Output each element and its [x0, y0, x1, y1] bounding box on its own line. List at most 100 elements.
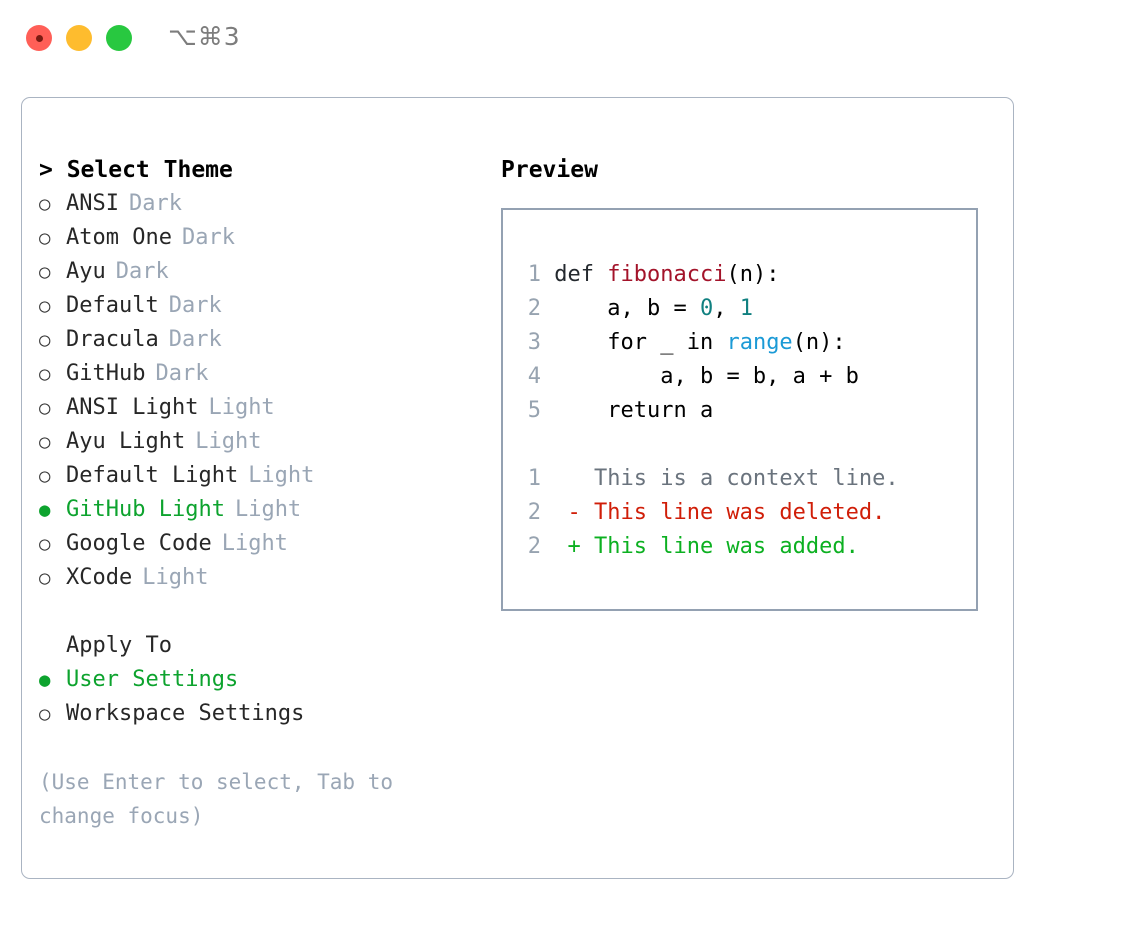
preview-title: Preview: [501, 157, 598, 183]
code-line: 2 a, b = 0, 1: [515, 292, 859, 326]
code-token: fibonacci: [607, 262, 727, 287]
apply-to-option-label: Workspace Settings: [66, 701, 305, 726]
maximize-window-button[interactable]: [106, 25, 132, 51]
code-line-number: 2: [527, 296, 541, 321]
radio-unselected-icon: ○: [39, 397, 51, 419]
theme-option-variant: Light: [221, 531, 288, 556]
apply-to-option-workspace-settings[interactable]: ○ Workspace Settings: [39, 697, 479, 731]
radio-unselected-icon: ○: [39, 329, 51, 351]
theme-option-default[interactable]: ○ Default Dark: [39, 289, 479, 323]
diff-marker: [541, 466, 594, 491]
theme-option-variant: Light: [195, 429, 262, 454]
theme-option-label: GitHub: [66, 361, 146, 386]
code-token: for _ in: [607, 330, 727, 355]
theme-option-label: Ayu: [66, 259, 106, 284]
theme-option-ayu[interactable]: ○ Ayu Dark: [39, 255, 479, 289]
diff-text: This line was added.: [593, 534, 859, 559]
theme-option-github-light[interactable]: ● GitHub Light Light: [39, 493, 479, 527]
diff-line: 1 This is a context line.: [515, 462, 899, 496]
theme-option-atom-one[interactable]: ○ Atom One Dark: [39, 221, 479, 255]
theme-option-label: Google Code: [66, 531, 212, 556]
code-token: def: [554, 262, 608, 287]
apply-to-header: Apply To: [66, 633, 172, 658]
apply-to-option-label: User Settings: [66, 667, 239, 692]
theme-option-github[interactable]: ○ GitHub Dark: [39, 357, 479, 391]
code-token: return a: [607, 398, 714, 423]
theme-option-ansi-light[interactable]: ○ ANSI Light Light: [39, 391, 479, 425]
theme-option-variant: Dark: [128, 191, 182, 216]
apply-to-option-user-settings[interactable]: ● User Settings: [39, 663, 479, 697]
code-line-number: 3: [527, 330, 541, 355]
code-line: 5 return a: [515, 394, 859, 428]
radio-unselected-icon: ○: [39, 363, 51, 385]
code-line: 1 def fibonacci(n):: [515, 258, 859, 292]
code-token: (n):: [726, 262, 780, 287]
preview-column: Preview 1 def fibonacci(n):2 a, b = 0, 1…: [501, 153, 991, 611]
diff-line-number: 2: [527, 500, 541, 525]
apply-to-options-list: ● User Settings ○ Workspace Settings: [39, 663, 479, 731]
radio-unselected-icon: ○: [39, 703, 51, 725]
theme-option-variant: Light: [234, 497, 302, 522]
diff-marker: -: [541, 500, 594, 525]
radio-unselected-icon: ○: [39, 465, 51, 487]
select-theme-header: > Select Theme: [39, 157, 233, 183]
diff-line: 2 + This line was added.: [515, 530, 899, 564]
theme-option-label: XCode: [66, 565, 133, 590]
diff-line-number: 2: [527, 534, 541, 559]
code-token: a, b =: [607, 296, 700, 321]
theme-option-variant: Dark: [115, 259, 169, 284]
code-token: 1: [739, 296, 753, 321]
radio-unselected-icon: ○: [39, 261, 51, 283]
theme-option-label: Default: [66, 293, 159, 318]
code-line-number: 5: [527, 398, 541, 423]
keyboard-shortcut-label: ⌥⌘3: [168, 22, 241, 51]
theme-option-variant: Dark: [168, 327, 222, 352]
radio-unselected-icon: ○: [39, 567, 51, 589]
title-bar: ⌥⌘3: [0, 0, 1140, 78]
code-token: ,: [713, 296, 740, 321]
diff-marker: +: [541, 534, 594, 559]
code-indent: [541, 262, 554, 287]
theme-option-variant: Dark: [168, 293, 222, 318]
close-window-button[interactable]: [26, 25, 52, 51]
theme-option-variant: Light: [208, 395, 275, 420]
diff-line: 2 - This line was deleted.: [515, 496, 899, 530]
theme-option-label: Default Light: [66, 463, 239, 488]
theme-option-label: Atom One: [66, 225, 172, 250]
radio-unselected-icon: ○: [39, 295, 51, 317]
code-line: 3 for _ in range(n):: [515, 326, 859, 360]
theme-option-variant: Dark: [155, 361, 209, 386]
code-line-number: 1: [527, 262, 541, 287]
radio-selected-icon: ●: [39, 499, 51, 521]
radio-selected-icon: ●: [39, 669, 51, 691]
code-line: 4 a, b = b, a + b: [515, 360, 859, 394]
code-token: a, b = b, a + b: [660, 364, 859, 389]
theme-option-label: GitHub Light: [66, 497, 225, 522]
code-token: 0: [699, 296, 714, 321]
theme-option-variant: Dark: [181, 225, 235, 250]
diff-sample: 1 This is a context line.2 - This line w…: [515, 462, 899, 564]
theme-option-label: ANSI: [66, 191, 119, 216]
radio-unselected-icon: ○: [39, 533, 51, 555]
theme-option-label: ANSI Light: [66, 395, 199, 420]
code-indent: [541, 330, 607, 355]
code-token: range: [726, 330, 793, 355]
minimize-window-button[interactable]: [66, 25, 92, 51]
keyboard-hint-text: (Use Enter to select, Tab to change focu…: [39, 770, 394, 828]
radio-unselected-icon: ○: [39, 227, 51, 249]
code-indent: [541, 296, 607, 321]
code-line-number: 4: [527, 364, 541, 389]
theme-option-google-code[interactable]: ○ Google Code Light: [39, 527, 479, 561]
window-controls: [26, 25, 132, 51]
code-indent: [541, 364, 660, 389]
